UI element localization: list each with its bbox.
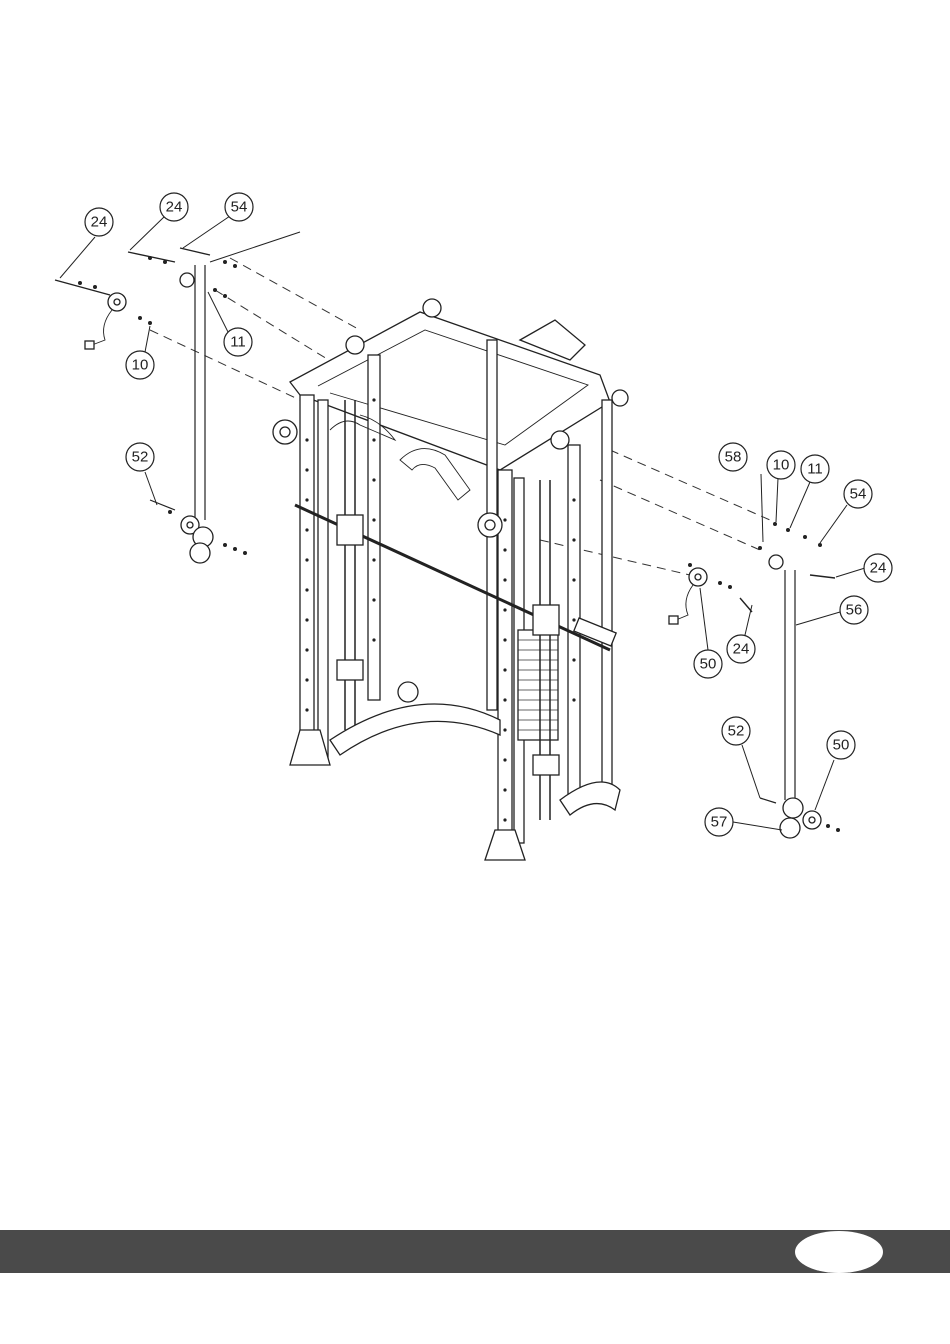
callout-label: 52 [126, 443, 154, 471]
callout-label: 56 [840, 596, 868, 624]
svg-text:58: 58 [725, 449, 742, 466]
right-cable-assembly [669, 522, 840, 838]
callout-label: 11 [801, 455, 829, 483]
callout-label: 11 [224, 328, 252, 356]
svg-text:56: 56 [846, 602, 863, 619]
svg-text:24: 24 [166, 199, 183, 216]
svg-text:50: 50 [833, 737, 850, 754]
callout-label: 24 [727, 635, 755, 663]
svg-text:52: 52 [132, 449, 149, 466]
callout-label: 57 [705, 808, 733, 836]
svg-text:24: 24 [91, 214, 108, 231]
callout-label: 24 [85, 208, 113, 236]
svg-text:50: 50 [700, 656, 717, 673]
callout-label: 10 [767, 451, 795, 479]
svg-text:54: 54 [850, 486, 867, 503]
svg-text:24: 24 [733, 641, 750, 658]
callout-label: 50 [694, 650, 722, 678]
page-number-oval [795, 1231, 883, 1273]
svg-text:57: 57 [711, 814, 728, 831]
callout-label: 10 [126, 351, 154, 379]
svg-text:11: 11 [807, 461, 823, 478]
callout-label: 24 [160, 193, 188, 221]
svg-text:52: 52 [728, 723, 745, 740]
left-cable-assembly [55, 248, 247, 563]
svg-text:10: 10 [132, 357, 149, 374]
callout-label: 52 [722, 717, 750, 745]
svg-text:24: 24 [870, 560, 887, 577]
power-rack-frame [273, 299, 628, 860]
svg-text:10: 10 [773, 457, 790, 474]
svg-text:11: 11 [230, 334, 246, 351]
callout-label: 54 [225, 193, 253, 221]
callout-label: 24 [864, 554, 892, 582]
callout-label: 50 [827, 731, 855, 759]
callout-label: 54 [844, 480, 872, 508]
svg-text:54: 54 [231, 199, 248, 216]
callout-label: 58 [719, 443, 747, 471]
